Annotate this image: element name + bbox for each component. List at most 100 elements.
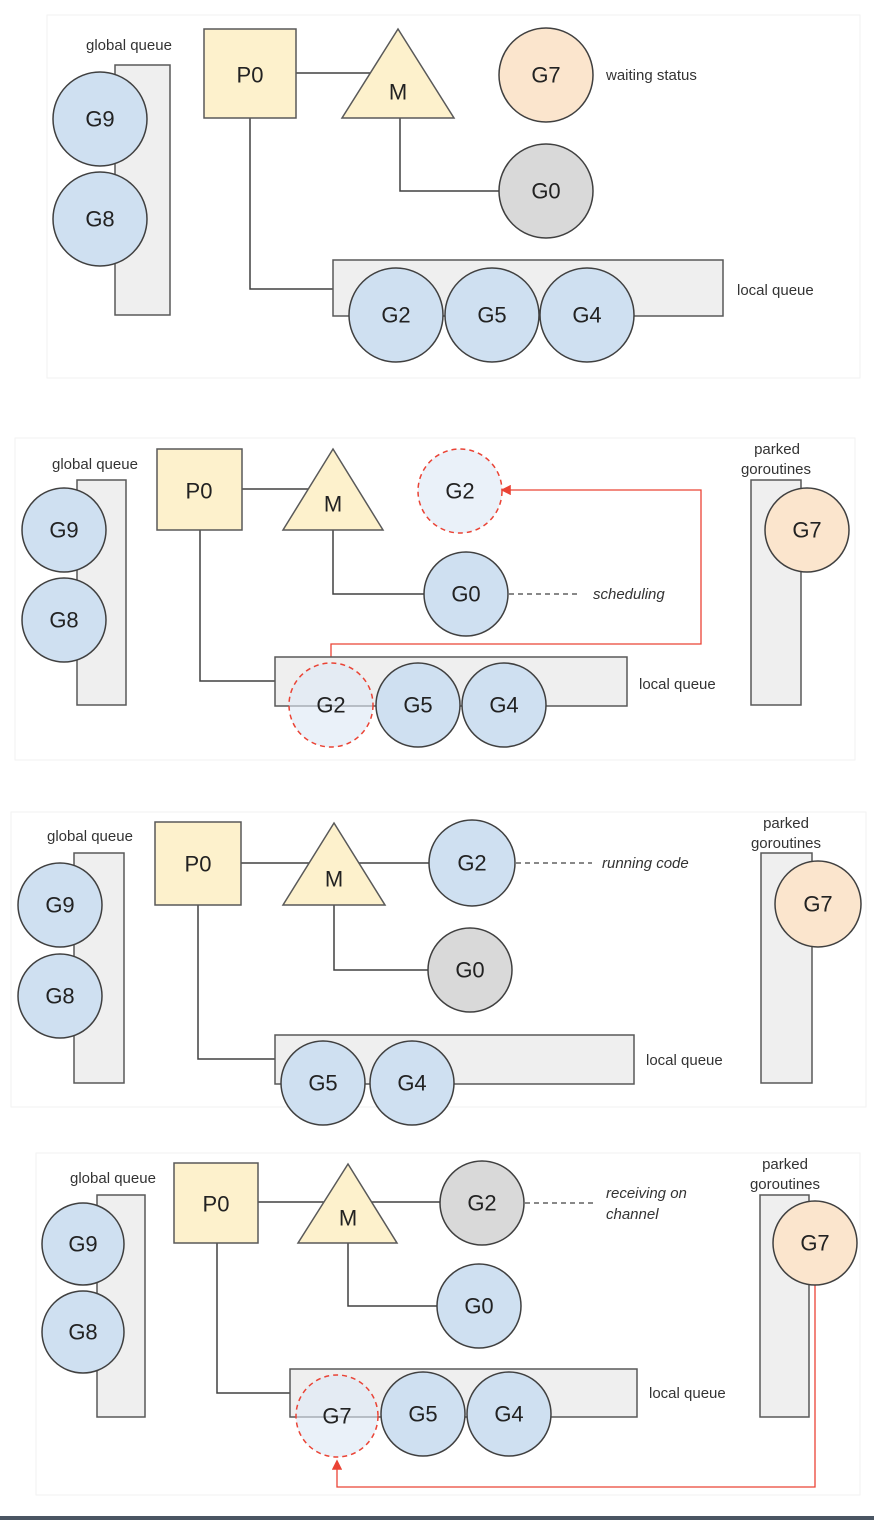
svg-text:G8: G8 [68,1320,97,1345]
parked-goroutines-label-2: goroutines [750,1176,820,1193]
transition-arrow [331,1285,816,1488]
parked-goroutines-label-2: goroutines [751,835,821,852]
global-queue-label: global queue [86,37,172,54]
goroutine-g4: G4 [369,1040,455,1126]
goroutine-g7-parked: G7 [774,860,862,948]
svg-text:M: M [325,867,343,892]
goroutine-g7-waiting: G7 [498,27,594,123]
goroutine-g5: G5 [375,662,461,748]
parked-goroutines-label-2: goroutines [741,461,811,478]
svg-text:G0: G0 [451,582,480,607]
svg-text:G7: G7 [792,518,821,543]
svg-text:M: M [339,1206,357,1231]
svg-text:G0: G0 [464,1294,493,1319]
svg-text:G9: G9 [49,518,78,543]
parked-goroutines-label-1: parked [762,1156,808,1173]
local-queue-label: local queue [649,1385,726,1402]
receiving-on-channel-label-2: channel [606,1206,659,1223]
goroutine-g2: G2 [348,267,444,363]
processor-p0: P0 [173,1162,259,1244]
m-to-g0-wire [347,1243,438,1307]
waiting-status-label: waiting status [605,67,697,84]
m-to-g0-wire [332,530,425,595]
m-to-g0-wire [333,905,428,971]
goroutine-g4: G4 [461,662,547,748]
svg-text:M: M [389,80,407,105]
svg-text:G4: G4 [489,693,518,718]
svg-text:G7: G7 [531,63,560,88]
svg-text:G9: G9 [85,107,114,132]
svg-text:G4: G4 [397,1071,426,1096]
p-to-local-queue-wire [216,1243,290,1394]
running-code-label: running code [602,855,689,872]
processor-p0: P0 [156,448,243,531]
svg-text:G8: G8 [85,207,114,232]
goroutine-g0: G0 [427,927,513,1013]
machine-m: M [281,821,387,906]
goroutine-g8: G8 [21,577,107,663]
svg-text:G4: G4 [494,1402,523,1427]
p-to-local-queue-wire [197,905,275,1060]
svg-text:P0: P0 [203,1192,230,1217]
svg-text:P0: P0 [185,852,212,877]
goroutine-g5: G5 [380,1371,466,1457]
global-queue-label: global queue [52,456,138,473]
svg-text:G7: G7 [800,1231,829,1256]
goroutine-g9: G9 [52,71,148,167]
processor-p0: P0 [203,28,297,119]
svg-text:G7: G7 [322,1404,351,1429]
goroutine-g5: G5 [280,1040,366,1126]
goroutine-g9: G9 [41,1202,125,1286]
scheduling-label: scheduling [593,586,665,603]
svg-text:G9: G9 [68,1232,97,1257]
goroutine-g2-running: G2 [428,819,516,907]
svg-text:G4: G4 [572,303,601,328]
svg-text:G2: G2 [467,1191,496,1216]
svg-text:G5: G5 [408,1402,437,1427]
global-queue-label: global queue [47,828,133,845]
bottom-bar [0,1516,874,1520]
transition-arrow [330,484,702,663]
svg-text:G8: G8 [45,984,74,1009]
goroutine-g4: G4 [539,267,635,363]
machine-m: M [340,27,456,119]
m-to-g0-wire [399,118,500,192]
p-to-local-queue-wire [199,530,275,682]
svg-text:P0: P0 [186,479,213,504]
processor-p0: P0 [154,821,242,906]
svg-text:M: M [324,492,342,517]
goroutine-g0: G0 [498,143,594,239]
goroutine-g5: G5 [444,267,540,363]
panel-1: global queue G9 G8 P0 M G7 waiting statu… [46,14,861,379]
local-queue-label: local queue [737,282,814,299]
goroutine-g4: G4 [466,1371,552,1457]
svg-text:G5: G5 [477,303,506,328]
svg-text:P0: P0 [237,63,264,88]
svg-text:G5: G5 [308,1071,337,1096]
p-to-local-queue-wire [249,118,333,290]
global-queue-label: global queue [70,1170,156,1187]
machine-m: M [296,1162,399,1244]
goroutine-g0: G0 [423,551,509,637]
goroutine-g7-arriving: G7 [295,1374,379,1458]
goroutine-g9: G9 [17,862,103,948]
svg-text:G0: G0 [531,179,560,204]
local-queue-label: local queue [646,1052,723,1069]
parked-goroutines-label-1: parked [763,815,809,832]
svg-text:G5: G5 [403,693,432,718]
svg-text:G2: G2 [445,479,474,504]
goroutine-g7-parked: G7 [772,1200,858,1286]
machine-m: M [281,447,385,531]
svg-text:G2: G2 [381,303,410,328]
svg-text:G0: G0 [455,958,484,983]
parked-goroutines-label-1: parked [754,441,800,458]
goroutine-g2-blocked: G2 [439,1160,525,1246]
svg-text:G8: G8 [49,608,78,633]
goroutine-g8: G8 [17,953,103,1039]
goroutine-g2-leaving: G2 [288,662,374,748]
panel-2: global queue G9 G8 P0 M G2 G0 [14,437,856,761]
goroutine-g2-incoming: G2 [417,448,503,534]
svg-text:G7: G7 [803,892,832,917]
goroutine-g7-parked: G7 [764,487,850,573]
